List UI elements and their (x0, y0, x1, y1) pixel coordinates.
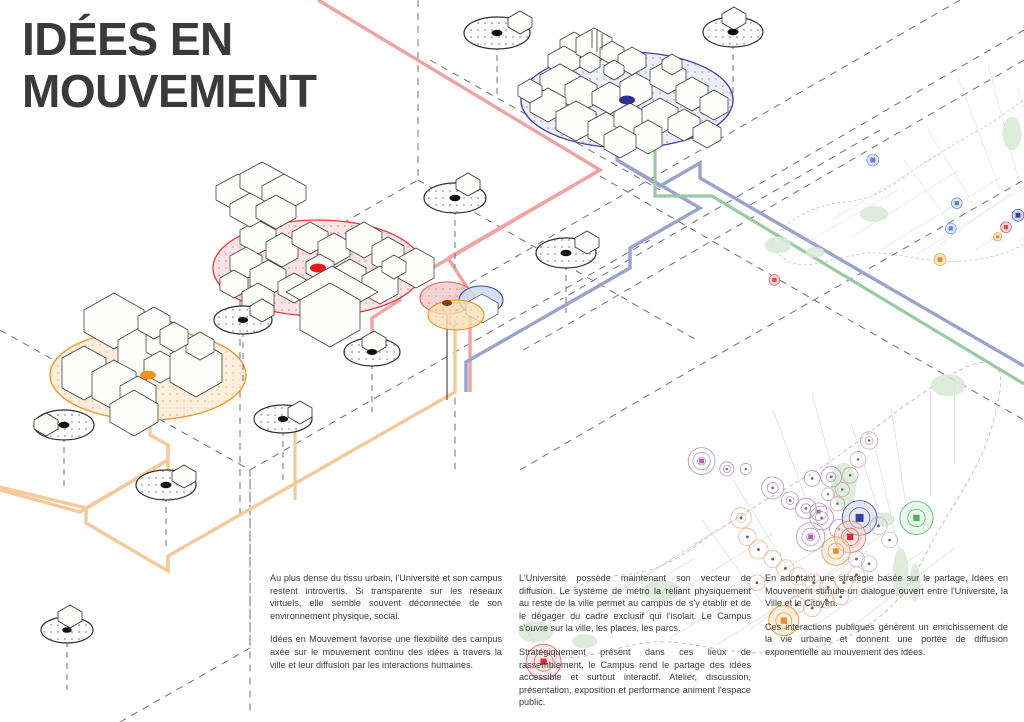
station-node (343, 330, 401, 412)
station-node (253, 400, 313, 480)
map-marker-group (768, 153, 1024, 286)
station-node (135, 464, 197, 548)
station-node-group (33, 6, 764, 690)
paragraph: Ces interactions publiques génèrent un e… (765, 621, 1008, 657)
paragraph: Stratégiquement présent dans ces lieux d… (519, 646, 751, 708)
cluster-pink-university (212, 161, 435, 348)
station-node (423, 172, 487, 268)
paragraph: L'Université possède maintenant son vect… (519, 573, 751, 634)
title-line-1: IDÉES EN (22, 13, 233, 65)
station-node (33, 409, 95, 487)
poster-title: IDÉES EN MOUVEMENT (22, 13, 442, 117)
paragraph: Idées en Mouvement favorise une flexibil… (270, 634, 502, 670)
cluster-blue-downtown (517, 27, 734, 159)
text-column-3: En adoptant une stratégie basée sur le p… (765, 572, 1008, 670)
map-lower-montreal (518, 361, 1002, 680)
map-upper-montreal (764, 63, 1024, 286)
paragraph: Au plus dense du tissu urbain, l'Univers… (270, 573, 502, 621)
station-node (40, 604, 94, 690)
metro-ripple-nodes (525, 431, 934, 680)
cluster-center-dot-pink (310, 263, 326, 273)
cluster-center-dot-blue (619, 95, 635, 105)
cluster-orange-west (49, 292, 247, 437)
station-node (535, 230, 600, 313)
title-line-2: MOUVEMENT (22, 64, 317, 117)
station-node (702, 6, 764, 98)
paragraph: En adoptant une stratégie basée sur le p… (765, 573, 1008, 609)
station-node (213, 298, 275, 382)
overlap-diagram (419, 281, 504, 331)
cluster-center-dot-orange (140, 370, 156, 380)
metro-line-green (653, 140, 1024, 386)
text-column-1: Au plus dense du tissu urbain, l'Univers… (270, 572, 502, 682)
station-node (463, 10, 533, 95)
text-column-2: L'Université possède maintenant son vect… (519, 572, 751, 720)
